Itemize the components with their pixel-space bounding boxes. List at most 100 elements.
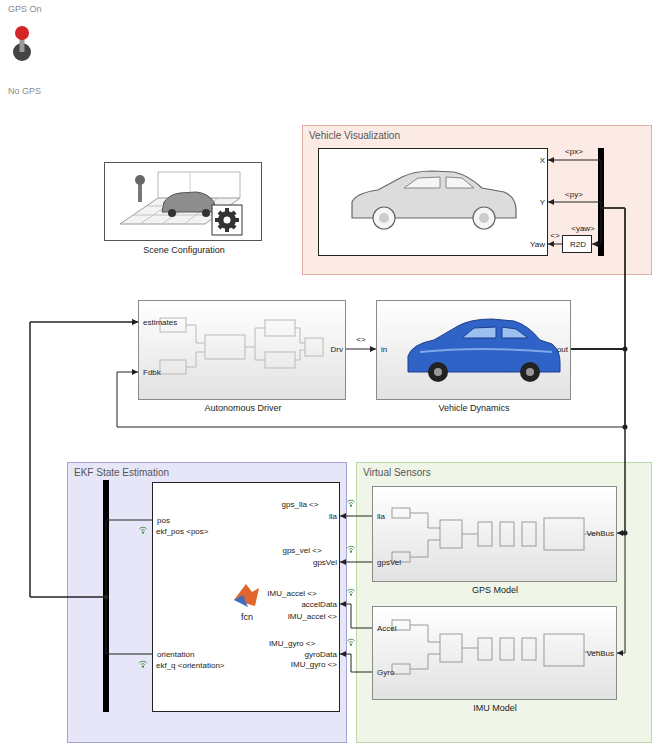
signal-line (30, 322, 152, 597)
block-name: GPS Model (472, 586, 518, 596)
car-silhouette (373, 207, 395, 229)
block-name: fcn (241, 613, 253, 623)
signal-name: <px> (565, 148, 583, 157)
block-thumbnail (440, 634, 462, 662)
port-label: pos (157, 517, 170, 526)
signal-line (117, 349, 625, 427)
wireless-icon (139, 500, 355, 668)
block-thumbnail (478, 638, 492, 660)
port-label: estimates (143, 319, 177, 328)
signal-name: IMU_accel <> (288, 613, 337, 622)
scene-icon (135, 175, 145, 185)
toggle-switch (15, 26, 29, 40)
signal-line (548, 244, 562, 245)
matlab-logo (234, 584, 259, 607)
vehicle-3d-icon (420, 349, 552, 352)
signal-line (571, 208, 625, 349)
block-thumbnail (205, 335, 245, 359)
signal-name: <py> (565, 191, 583, 200)
scene-icon (219, 212, 235, 228)
block-thumbnail (160, 360, 186, 374)
block-thumbnail (544, 518, 584, 550)
wireless-icon (347, 589, 355, 596)
scene-icon (168, 209, 176, 217)
block-thumbnail (392, 508, 410, 518)
scene-icon (224, 217, 231, 224)
vehicle-3d-icon (526, 368, 534, 376)
block-thumbnail (160, 318, 186, 332)
vehicle-3d-icon (428, 362, 448, 382)
port-label: X (540, 157, 545, 166)
port-label: Yaw (530, 241, 545, 250)
block-thumbnail (584, 652, 600, 653)
port-label: VehBus (586, 530, 614, 539)
scene-icon (120, 172, 242, 235)
block-thumbnail (295, 350, 305, 360)
block-thumbnail (462, 648, 478, 649)
block-thumbnail (160, 318, 323, 374)
scene-icon (224, 217, 231, 224)
signal-line (340, 562, 372, 563)
scene-icon (202, 209, 210, 217)
signal-line (548, 160, 625, 349)
port-label: VehBus (586, 650, 614, 659)
port-label: Drv (331, 346, 343, 355)
block-thumbnail (410, 625, 440, 642)
scene-icon (215, 208, 239, 232)
block-name: Autonomous Driver (204, 404, 281, 414)
port-label: lla (329, 513, 337, 522)
port-label: gpsVel (313, 559, 337, 568)
block-name: Scene Configuration (143, 246, 225, 256)
block-thumbnail (392, 620, 410, 630)
block-name: IMU Model (473, 704, 517, 714)
wireless-icon (347, 500, 355, 507)
block-thumbnail (186, 352, 205, 367)
matlab-logo (234, 595, 248, 607)
block-thumbnail (410, 540, 440, 557)
port-label: Accel (377, 625, 397, 634)
block-thumbnail (410, 654, 440, 669)
port-label: Fdbk (143, 369, 161, 378)
block-thumbnail (392, 552, 410, 562)
block-thumbnail (265, 352, 295, 368)
vehicle-3d-icon (520, 362, 540, 382)
port-label: accelData (301, 601, 337, 610)
junction-dot (104, 347, 628, 600)
signal-line (30, 322, 152, 654)
signal-name: IMU_accel <> (267, 590, 316, 599)
wireless-icon (347, 639, 355, 646)
matlab-logo (234, 584, 259, 606)
vehicle-3d-icon (462, 327, 528, 338)
signal-name: IMU_gyro <> (269, 640, 315, 649)
port-label: lla (377, 513, 385, 522)
scene-icon (162, 192, 216, 212)
wireless-icon (139, 527, 147, 534)
block-name: Vehicle Dynamics (438, 404, 509, 414)
port-label: Y (540, 199, 545, 208)
port-label: Gyro (377, 669, 394, 678)
block-thumbnail (295, 328, 305, 343)
block-name: EKF State Estimation (74, 467, 169, 478)
vehicle-3d-icon (434, 368, 442, 376)
signal-name: <> (356, 336, 365, 345)
signal-name: <yaw> (571, 225, 595, 234)
signal-name: IMU_gyro <> (291, 661, 337, 670)
wireless-icon (139, 661, 147, 668)
block-thumbnail (522, 522, 536, 546)
scene-icon (138, 184, 142, 202)
car-silhouette (473, 207, 495, 229)
block-thumbnail (392, 508, 600, 674)
block-name: Vehicle Visualization (309, 130, 400, 141)
port-label: out (557, 346, 568, 355)
scene-icon (219, 212, 235, 228)
signal-line (548, 202, 625, 349)
signal-name: ekf_pos <pos> (156, 528, 208, 537)
car-silhouette (479, 213, 489, 223)
port-label: in (381, 346, 387, 355)
signal-line (340, 654, 372, 672)
port-label: orientation (157, 651, 194, 660)
block-thumbnail (522, 638, 536, 660)
